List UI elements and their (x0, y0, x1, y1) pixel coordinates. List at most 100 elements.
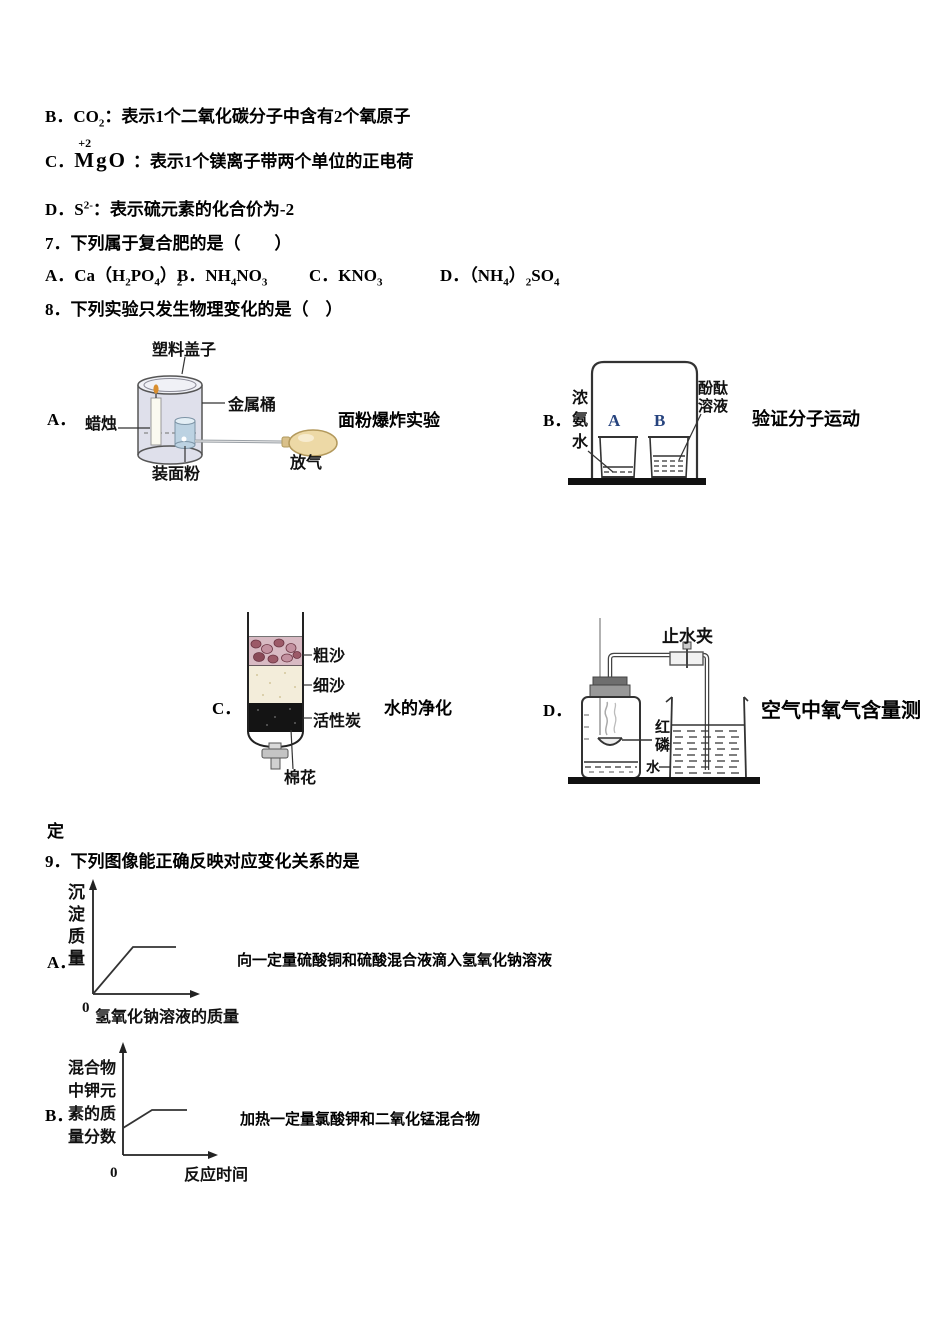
gas-bottle (581, 676, 641, 779)
curve-rise-then-plateau (92, 946, 176, 995)
q8-option-a-letter: A． (47, 410, 77, 429)
q9-option-b-caption: 加热一定量氯酸钾和二氧化锰混合物 (240, 1112, 481, 1128)
leader-lines (118, 356, 225, 462)
label-phenolphthalein-line2: 溶液 (698, 397, 729, 415)
graph-potassium-fraction-vs-time: 混合物 中钾元 素的质 量分数 0 反应时间 (68, 1042, 248, 1184)
label-vent: 放气 (289, 453, 322, 472)
label-cotton: 棉花 (284, 768, 316, 787)
mgo-charge-label: +2 (78, 136, 92, 150)
q9-option-b-letter: B． (45, 1106, 74, 1125)
beaker-a (598, 436, 638, 479)
label-red-phosphorus-char1: 红 (655, 718, 670, 736)
x-axis-arrow (208, 1151, 218, 1159)
diagram-molecular-motion: A B 浓 氨 水 酚酞 溶液 (568, 360, 729, 485)
filter-column (247, 612, 304, 749)
table-base (568, 478, 706, 485)
fine-sand-layer (249, 666, 302, 703)
q6-option-d: D．S2-：表示硫元素的化合价为-2 (45, 195, 294, 220)
label-red-phosphorus-char2: 磷 (655, 736, 671, 754)
outlet-valve (261, 742, 289, 770)
y-axis-arrow (119, 1042, 127, 1053)
x-axis-label: 氢氧化钠溶液的质量 (95, 1007, 239, 1026)
q6-option-b-label: B． (45, 107, 74, 126)
label-beaker-b: B (654, 411, 665, 430)
label-flour: 装面粉 (151, 464, 200, 483)
q8-option-b-caption: 验证分子运动 (752, 409, 860, 429)
connecting-tube (607, 652, 710, 770)
q9-option-a-caption: 向一定量硫酸铜和硫酸混合液滴入氢氧化钠溶液 (237, 953, 553, 969)
q7-option-c: C．KNO3 (309, 266, 383, 289)
y-axis-label-line3: 素的质 (68, 1104, 116, 1123)
label-ammonia-char3: 水 (572, 432, 589, 451)
y-axis-label-char1: 沉 (68, 882, 85, 902)
q6-option-d-label: D． (45, 200, 75, 219)
beaker-b (648, 436, 690, 479)
water-dashes (673, 730, 743, 774)
stopper-flange (589, 684, 631, 698)
q9-option-a-letter: A． (47, 953, 77, 972)
origin-label: 0 (82, 1000, 90, 1016)
y-axis-label-char3: 质 (68, 927, 85, 946)
smoke (613, 702, 617, 734)
label-metal-bucket: 金属桶 (227, 395, 276, 414)
q7-option-a: A．Ca（H2PO4）2 (45, 266, 183, 289)
q8-option-d-caption-continuation: 定 (47, 822, 64, 841)
label-water: 水 (646, 759, 661, 776)
label-beaker-a: A (608, 411, 621, 430)
table-base (568, 777, 760, 784)
y-axis-label-line1: 混合物 (68, 1058, 116, 1077)
label-candle: 蜡烛 (85, 414, 117, 433)
formula-nh4no3: NH4NO3 (205, 266, 268, 289)
q8-option-d-letter: D． (543, 701, 573, 720)
label-ammonia-char1: 浓 (572, 389, 589, 407)
air-tube-and-bulb (194, 429, 338, 457)
leader-lines (587, 413, 702, 473)
x-axis-arrow (190, 990, 200, 998)
candle (150, 384, 162, 446)
y-axis-label-char4: 量 (68, 948, 85, 968)
y-axis-label-char2: 淀 (68, 904, 86, 924)
leader-lines (622, 739, 670, 768)
label-activated-carbon: 活性炭 (313, 711, 361, 730)
q6-option-c-text: ：表示1个镁离子带两个单位的正电荷 (132, 152, 414, 171)
q7-stem: 7．下列属于复合肥的是（ ） (45, 234, 292, 253)
x-axis-label: 反应时间 (184, 1165, 248, 1184)
origin-label: 0 (110, 1165, 118, 1181)
y-axis-label-line4: 量分数 (68, 1127, 117, 1146)
label-phenolphthalein-line1: 酚酞 (698, 379, 728, 397)
q8-option-b-letter: B． (543, 411, 572, 430)
diagram-oxygen-measurement: 止水夹 红 磷 水 (568, 618, 760, 784)
smoke (604, 701, 609, 736)
q7-option-d: D．（NH4）2SO4 (440, 266, 560, 289)
cover-container (590, 360, 699, 478)
q8-option-c-letter: C． (212, 699, 242, 718)
label-ammonia-char2: 氨 (572, 410, 588, 429)
carbon-speckles (257, 708, 296, 726)
q6-option-b-text: ：表示1个二氧化碳分子中含有2个氧原子 (104, 107, 411, 126)
formula-s2minus: S2- (74, 199, 93, 219)
fine-sand-speckles (256, 672, 296, 698)
q6-option-c-label: C． (45, 152, 75, 171)
label-pinch-clamp: 止水夹 (662, 626, 713, 646)
flour-cup (174, 417, 196, 449)
formula-ca-h2po4-2: Ca（H2PO4）2 (74, 266, 183, 289)
pebbles (250, 638, 302, 664)
y-axis-arrow (89, 879, 97, 890)
graph-precipitate-vs-naoh: 沉 淀 质 量 0 氢氧化钠溶液的质量 (68, 879, 239, 1026)
formula-co2: CO2 (73, 107, 105, 130)
formula-nh4-2so4: （NH4）2SO4 (469, 266, 560, 289)
formula-kno3: KNO3 (338, 266, 383, 289)
q8-option-d-caption: 空气中氧气含量测 (761, 700, 921, 722)
q6-option-b: B．CO2：表示1个二氧化碳分子中含有2个氧原子 (45, 102, 411, 130)
axes (89, 879, 200, 998)
label-coarse-sand: 粗沙 (313, 646, 345, 665)
q7-option-b: B．NH4NO3 (177, 266, 268, 289)
combustion-dish (597, 737, 623, 746)
q8-option-c-caption: 水的净化 (384, 699, 452, 718)
leader-lines (290, 654, 312, 770)
diagram-water-purification: 粗沙 细沙 活性炭 棉花 (247, 612, 361, 787)
q8-option-a-caption: 面粉爆炸实验 (338, 411, 440, 430)
